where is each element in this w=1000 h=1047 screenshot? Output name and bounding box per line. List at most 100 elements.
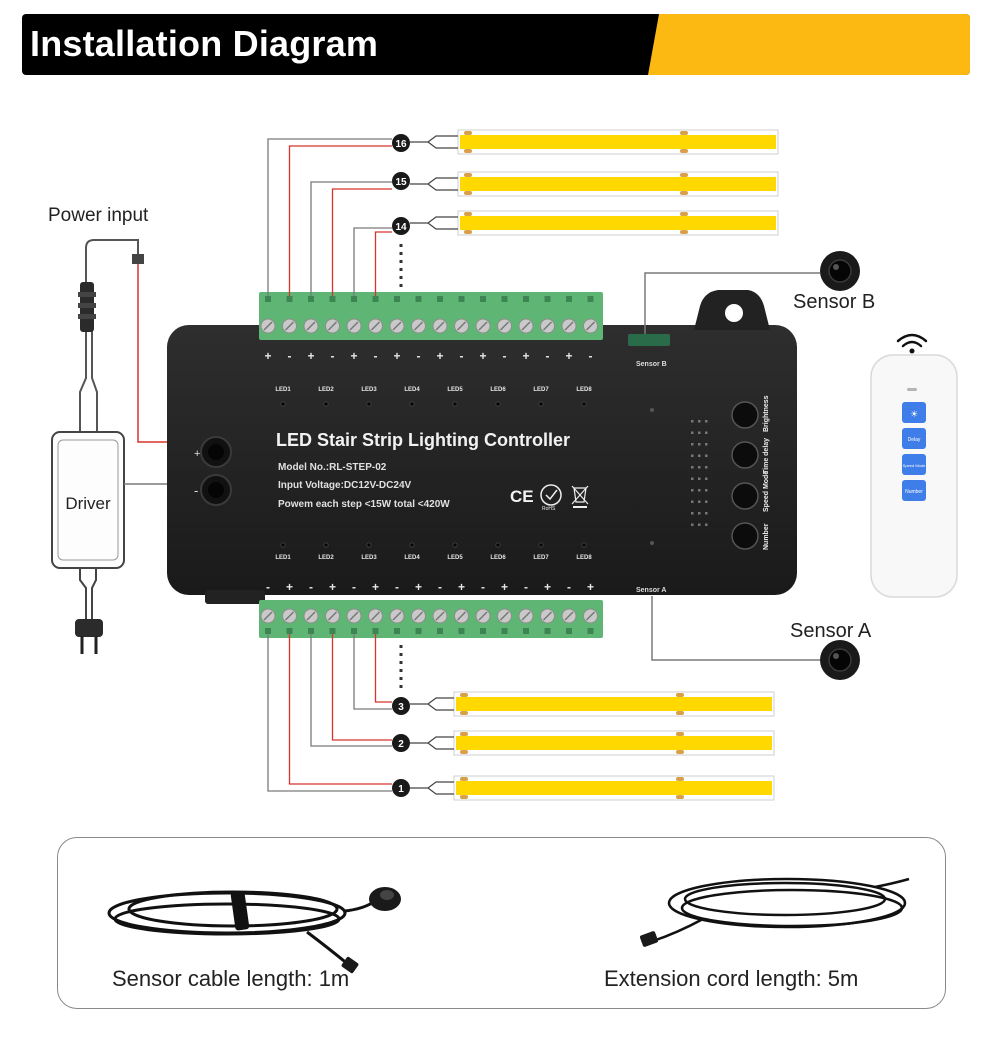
strip-lead xyxy=(410,216,458,224)
screw-slot xyxy=(499,611,510,621)
time-delay-button[interactable] xyxy=(731,441,759,469)
vent-hole xyxy=(705,512,708,515)
screw-slot xyxy=(435,321,445,331)
top-polarity-labels: + - + - + - + - + - + - + - + - xyxy=(264,349,592,363)
solder-pad xyxy=(676,693,684,697)
number-label: Number xyxy=(763,523,770,550)
polarity-label: - xyxy=(288,349,292,363)
screw-slot xyxy=(435,611,445,621)
wire-slot xyxy=(372,628,379,634)
wire-slot xyxy=(329,296,336,302)
remote-speed-mode-button[interactable] xyxy=(902,454,926,475)
wire-slot xyxy=(308,628,314,634)
led-label: LED6 xyxy=(490,555,506,561)
polarity-label: - xyxy=(503,349,507,363)
strip-lead xyxy=(410,697,454,705)
power-rating: Powem each step <15W total <420W xyxy=(278,499,450,510)
solder-pad xyxy=(460,750,468,754)
step-badge-14: 14 xyxy=(392,217,410,235)
polarity-label: + xyxy=(565,349,572,363)
screw-slot xyxy=(392,321,402,331)
polarity-label: + xyxy=(350,349,357,363)
wire-slot xyxy=(394,296,400,302)
solder-pad xyxy=(464,131,472,135)
vent-hole xyxy=(705,489,708,492)
step-badge-3: 3 xyxy=(392,697,410,715)
top-led-indicators xyxy=(280,401,587,407)
polarity-label: + xyxy=(393,349,400,363)
screw-slot xyxy=(327,321,338,331)
led-strips xyxy=(410,129,779,801)
solder-pad xyxy=(464,212,472,216)
screw-slot xyxy=(392,611,402,621)
vent-hole xyxy=(705,443,708,446)
strip-lead xyxy=(427,703,454,711)
power-minus-label: - xyxy=(194,483,198,498)
wire-slot xyxy=(329,628,336,634)
led-indicator xyxy=(366,542,372,548)
number-button[interactable] xyxy=(731,522,759,550)
speed-mode-button[interactable] xyxy=(731,482,759,510)
sensor-b-port-label: Sensor B xyxy=(636,361,667,368)
header-background xyxy=(22,14,970,75)
bottom-led-indicators xyxy=(280,542,587,548)
polarity-label: + xyxy=(286,580,293,594)
wire-slot xyxy=(544,296,551,302)
vent-hole xyxy=(698,489,701,492)
solder-pad xyxy=(676,777,684,781)
led-label: LED3 xyxy=(361,555,377,561)
screw-slot xyxy=(564,611,574,621)
solder-pad xyxy=(460,795,468,799)
sensor-b-icon xyxy=(820,251,860,291)
polarity-label: + xyxy=(372,580,379,594)
wifi-signal-icon xyxy=(896,333,928,354)
led-strip-emitter xyxy=(460,216,776,230)
strip-wire xyxy=(288,145,392,296)
remote-brightness-button[interactable] xyxy=(902,402,926,423)
polarity-label: - xyxy=(352,580,356,594)
extension-plug-icon xyxy=(639,930,658,947)
svg-text:14: 14 xyxy=(395,222,407,233)
remote-delay-button[interactable] xyxy=(902,428,926,449)
power-terminal-negative xyxy=(200,474,232,506)
rohs-icon xyxy=(540,484,562,506)
polarity-label: + xyxy=(264,349,271,363)
bottom-polarity-labels: - + - + - + - + - + - + - + - + xyxy=(266,580,594,594)
wire-slot xyxy=(501,628,508,634)
solder-pad xyxy=(680,173,688,177)
strip-lead xyxy=(410,736,454,744)
screw-slot xyxy=(370,611,381,621)
vent-hole xyxy=(705,454,708,457)
driver-box xyxy=(51,431,125,569)
screw-slot xyxy=(564,321,574,331)
wire-slot xyxy=(523,628,529,634)
polarity-label: + xyxy=(501,580,508,594)
led-label: LED5 xyxy=(447,387,463,393)
solder-pad xyxy=(460,777,468,781)
brightness-button[interactable] xyxy=(731,401,759,429)
vent-hole xyxy=(691,523,694,526)
polarity-label: + xyxy=(522,349,529,363)
strip-wire xyxy=(310,181,392,296)
strip-wire xyxy=(353,634,392,710)
vent-hole xyxy=(698,443,701,446)
screw-slot xyxy=(306,321,316,331)
top-led-labels: LED1 LED2 LED3 LED4 LED5 LED6 LED7 LED8 xyxy=(275,387,592,393)
wire-slot xyxy=(480,296,486,302)
step-badge-1: 1 xyxy=(392,779,410,797)
bottom-terminal-block xyxy=(259,600,603,638)
sensor-plug-icon xyxy=(341,956,358,973)
remote-number-button[interactable] xyxy=(902,480,926,501)
header-banner: Installation Diagram xyxy=(22,14,970,75)
power-terminal-positive xyxy=(200,436,232,468)
led-label: LED6 xyxy=(490,387,506,393)
vent-hole xyxy=(698,512,701,515)
wire-slot xyxy=(587,628,594,634)
screw-slot xyxy=(499,321,510,331)
polarity-label: - xyxy=(331,349,335,363)
vent-hole xyxy=(691,477,694,480)
screw-slot xyxy=(349,611,359,621)
ce-mark: CE xyxy=(510,487,534,506)
led-indicator xyxy=(366,401,372,407)
screw-slot xyxy=(263,321,273,331)
